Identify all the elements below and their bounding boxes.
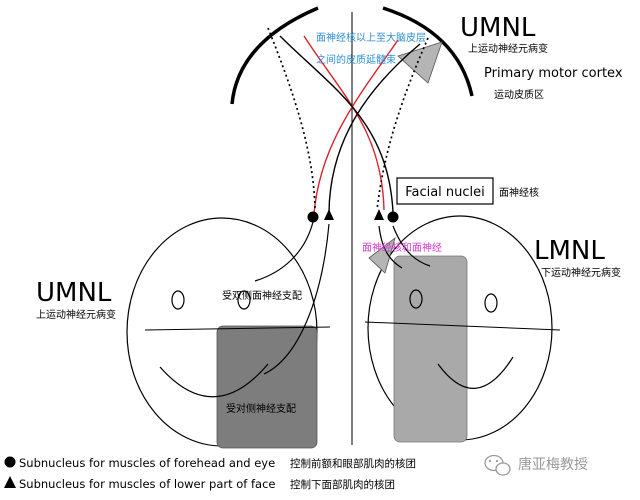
left-forehead-subnucleus-icon xyxy=(307,211,319,223)
output-forehead-left xyxy=(254,221,314,282)
right-face-eye-left xyxy=(409,289,423,309)
left-face-smile xyxy=(159,363,269,398)
black-path-right-to-left xyxy=(328,43,421,213)
umnl-left-cn: 上运动神经元病变 xyxy=(36,308,116,321)
right-forehead-subnucleus-icon xyxy=(387,211,399,223)
left-face-eye-left xyxy=(171,290,185,310)
legend-triangle-cn: 控制下面部肌肉的核团 xyxy=(290,478,395,491)
umnl-left-label: UMNL xyxy=(36,278,112,308)
corticobulbar-annotation-line1: 面神经核以上至大脑皮层 xyxy=(316,31,426,44)
left-face-eye-right xyxy=(237,290,251,310)
legend: Subnucleus for muscles of forehead and e… xyxy=(4,456,416,491)
black-path-left-to-right xyxy=(279,35,394,213)
contralateral-shaded-area xyxy=(216,325,318,449)
facial-nuclei-label: Facial nuclei xyxy=(405,185,485,200)
motor-cortex-label: Primary motor cortex xyxy=(484,66,623,81)
lmnl-lesion-area xyxy=(393,255,468,443)
corticobulbar-annotation-line2: 之间的皮质延髓束 xyxy=(316,53,396,66)
right-lower-subnucleus-icon xyxy=(374,209,384,220)
output-forehead-right xyxy=(378,225,403,269)
legend-triangle-icon xyxy=(4,476,16,488)
dotted-path-left xyxy=(267,27,316,211)
output-lower-right xyxy=(392,225,431,267)
watermark-text: 唐亚梅教授 xyxy=(518,456,588,473)
umnl-top-cn: 上运动神经元病变 xyxy=(468,42,548,55)
facial-nerve-annotation: 面神经核和面神经 xyxy=(362,241,442,254)
lmnl-lesion-wedge xyxy=(368,236,396,274)
cortex-arc-left xyxy=(230,6,319,105)
left-lower-subnucleus-icon xyxy=(324,209,334,220)
motor-cortex-cn: 运动皮质区 xyxy=(494,88,544,101)
wechat-icon xyxy=(484,454,511,476)
right-face-eye-right xyxy=(484,293,498,313)
legend-circle-label: Subnucleus for muscles of forehead and e… xyxy=(19,456,275,470)
umnl-top-label: UMNL xyxy=(460,13,536,43)
umnl-lesion-wedge xyxy=(397,41,443,84)
cortex-arc-right xyxy=(382,6,474,97)
bilateral-innervation-label: 受双侧面神经支配 xyxy=(222,289,302,302)
contralateral-innervation-label: 受对侧神经支配 xyxy=(226,402,296,415)
right-face-divider xyxy=(364,321,561,331)
red-path-right-to-left xyxy=(313,39,399,215)
watermark: 唐亚梅教授 xyxy=(484,454,588,476)
lmnl-cn: 下运动神经元病变 xyxy=(541,266,621,279)
lmnl-label: LMNL xyxy=(534,236,605,266)
legend-triangle-label: Subnucleus for muscles of lower part of … xyxy=(19,477,276,491)
right-face xyxy=(364,215,561,443)
left-face-divider xyxy=(144,326,331,331)
facial-nuclei-box xyxy=(396,177,494,205)
facial-nuclei-cn: 面神经核 xyxy=(499,186,539,199)
left-face xyxy=(126,217,331,449)
output-lower-left xyxy=(263,223,330,375)
legend-circle-cn: 控制前额和眼部肌肉的核团 xyxy=(290,457,416,470)
right-face-smile xyxy=(437,356,514,389)
legend-circle-icon xyxy=(4,456,16,468)
